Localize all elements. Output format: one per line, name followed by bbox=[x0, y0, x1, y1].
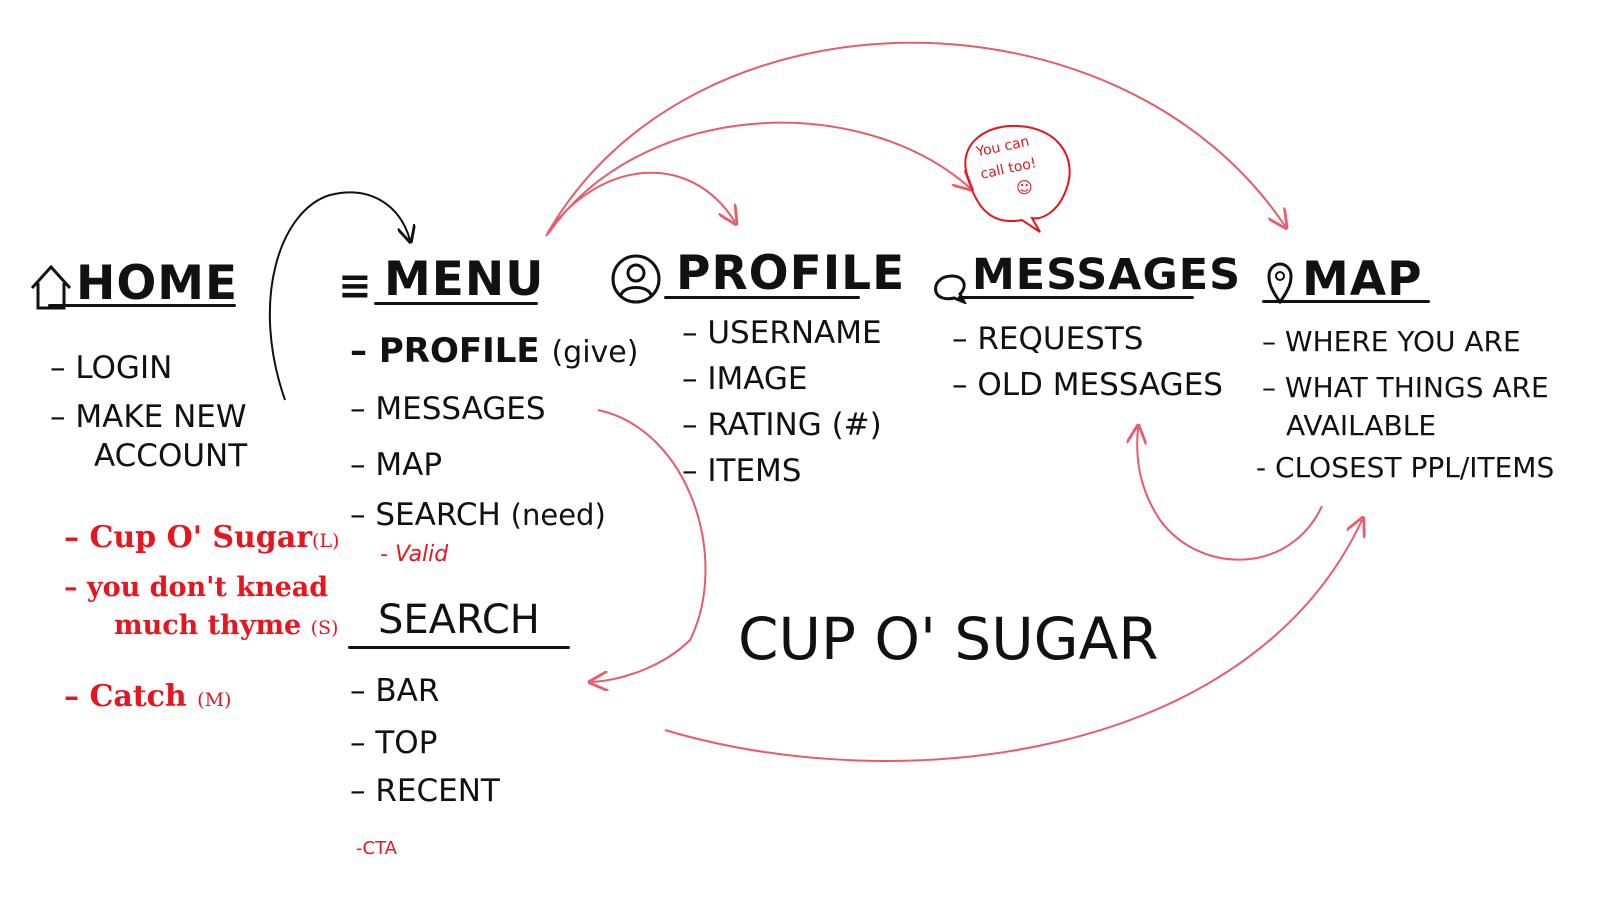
messages-item-old: OLD MESSAGES bbox=[977, 367, 1223, 403]
map-underline bbox=[1262, 300, 1430, 303]
dash: – bbox=[682, 407, 708, 443]
search-title: SEARCH bbox=[378, 597, 540, 643]
dash: – bbox=[1262, 371, 1285, 404]
profile-item-username: USERNAME bbox=[707, 315, 882, 351]
dash: – bbox=[350, 725, 376, 761]
menu-underline bbox=[374, 302, 538, 305]
profile-underline bbox=[664, 296, 860, 299]
map-item-available: AVAILABLE bbox=[1286, 409, 1437, 442]
messages-title: MESSAGES bbox=[972, 250, 1242, 300]
messages-underline bbox=[958, 296, 1194, 299]
dash: – bbox=[952, 321, 978, 357]
arrow-map-to-messages bbox=[1137, 428, 1323, 561]
dash: - bbox=[380, 542, 395, 567]
note-bubble bbox=[964, 124, 1071, 233]
arrow-menu-to-profile bbox=[547, 171, 735, 233]
menu-item-search: SEARCH bbox=[375, 497, 501, 533]
dash: – bbox=[1262, 325, 1285, 358]
menu-item-map: MAP bbox=[375, 447, 443, 483]
dash: – bbox=[952, 367, 978, 403]
search-underline bbox=[348, 646, 570, 649]
arrow-menu-to-map bbox=[545, 41, 1285, 237]
name-idea-1: – Cup O' Sugar(L) bbox=[64, 520, 340, 555]
dash: – bbox=[350, 773, 376, 809]
dash: - bbox=[356, 838, 363, 859]
dash: – bbox=[350, 447, 376, 483]
search-item-recent: RECENT bbox=[375, 773, 500, 809]
dash: – bbox=[50, 399, 76, 435]
search-item-bar: BAR bbox=[375, 673, 440, 709]
profile-item-rating: RATING (#) bbox=[707, 407, 882, 443]
home-underline bbox=[48, 304, 236, 307]
menu-annotation-valid: Valid bbox=[394, 542, 449, 567]
dash: – bbox=[50, 350, 76, 386]
search-item-top: TOP bbox=[375, 725, 438, 761]
dash: – bbox=[64, 679, 90, 714]
map-item-what: WHAT THINGS ARE bbox=[1284, 371, 1549, 404]
arrow-search-to-map bbox=[664, 520, 1362, 762]
home-title: HOME bbox=[76, 256, 239, 311]
menu-item-messages: MESSAGES bbox=[375, 391, 546, 427]
search-annotation-cta: CTA bbox=[362, 838, 397, 859]
menu-item-profile: PROFILE bbox=[378, 331, 540, 371]
messages-item-requests: REQUESTS bbox=[977, 321, 1144, 357]
dash: – bbox=[682, 361, 708, 397]
map-item-closest: CLOSEST PPL/ITEMS bbox=[1275, 451, 1555, 484]
profile-item-image: IMAGE bbox=[707, 361, 808, 397]
dash: – bbox=[64, 572, 87, 603]
name-idea-2-cont: much thyme bbox=[114, 610, 302, 641]
map-pin-icon bbox=[1267, 262, 1293, 304]
name-idea-2: you don't knead bbox=[86, 572, 329, 603]
dash: – bbox=[682, 315, 708, 351]
dash: – bbox=[350, 391, 376, 427]
dash: – bbox=[682, 453, 708, 489]
arrow-menu-to-messages bbox=[547, 121, 970, 235]
name-idea-3: – Catch (M) bbox=[64, 679, 232, 714]
arrow-menu-messages-to-search bbox=[592, 409, 707, 682]
hamburger-icon: ≡ bbox=[338, 263, 372, 309]
home-item-make-new: MAKE NEW bbox=[75, 399, 247, 435]
map-item-where: WHERE YOU ARE bbox=[1284, 325, 1521, 358]
user-circle-icon bbox=[611, 254, 661, 304]
dash: - bbox=[1256, 451, 1276, 484]
speech-bubble-icon bbox=[934, 274, 967, 304]
dash: – bbox=[350, 497, 376, 533]
dash: – bbox=[64, 520, 90, 555]
arrow-home-to-menu bbox=[268, 191, 410, 401]
profile-title: PROFILE bbox=[676, 246, 906, 301]
map-title: MAP bbox=[1302, 252, 1423, 307]
app-name: CUP O' SUGAR bbox=[738, 605, 1159, 673]
house-icon bbox=[30, 264, 72, 310]
home-item-login: LOGIN bbox=[75, 350, 173, 386]
dash: – bbox=[350, 331, 379, 371]
menu-title: MENU bbox=[384, 252, 545, 307]
home-item-account: ACCOUNT bbox=[94, 438, 248, 474]
note-smiley: ☺ bbox=[1016, 178, 1033, 197]
profile-item-items: ITEMS bbox=[707, 453, 802, 489]
dash: – bbox=[350, 673, 376, 709]
